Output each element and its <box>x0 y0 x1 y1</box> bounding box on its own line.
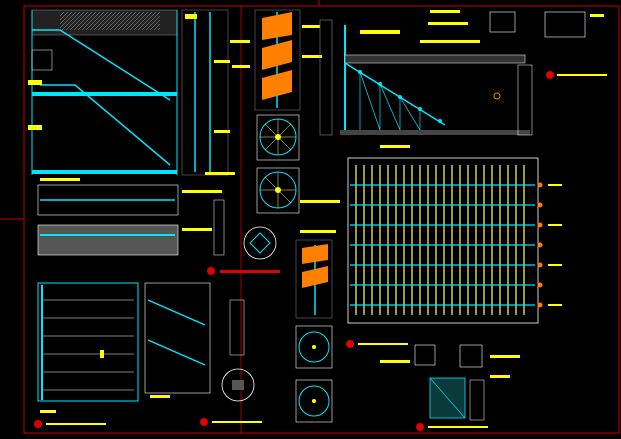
stair-section <box>181 9 235 176</box>
handrail-detail <box>200 299 262 426</box>
spiral-stair-elevation-lower <box>295 239 333 319</box>
sheet-frame <box>23 5 620 434</box>
spiral-plan-upper <box>256 114 300 161</box>
stair-side-elevation <box>144 282 211 398</box>
landing-section <box>37 184 225 256</box>
roof-plan <box>300 157 562 324</box>
canopy-truss-section <box>319 19 533 148</box>
round-detail <box>207 226 280 275</box>
straight-stair-elevation <box>28 9 178 181</box>
spiral-stair-elevation <box>230 9 322 111</box>
spiral-plan-small-b <box>295 379 333 423</box>
connection-detail <box>428 10 607 79</box>
stair-plan <box>34 282 139 428</box>
spiral-plan-lower <box>256 167 300 214</box>
spiral-plan-small-a <box>295 325 333 369</box>
base-plate-detail <box>346 340 520 431</box>
